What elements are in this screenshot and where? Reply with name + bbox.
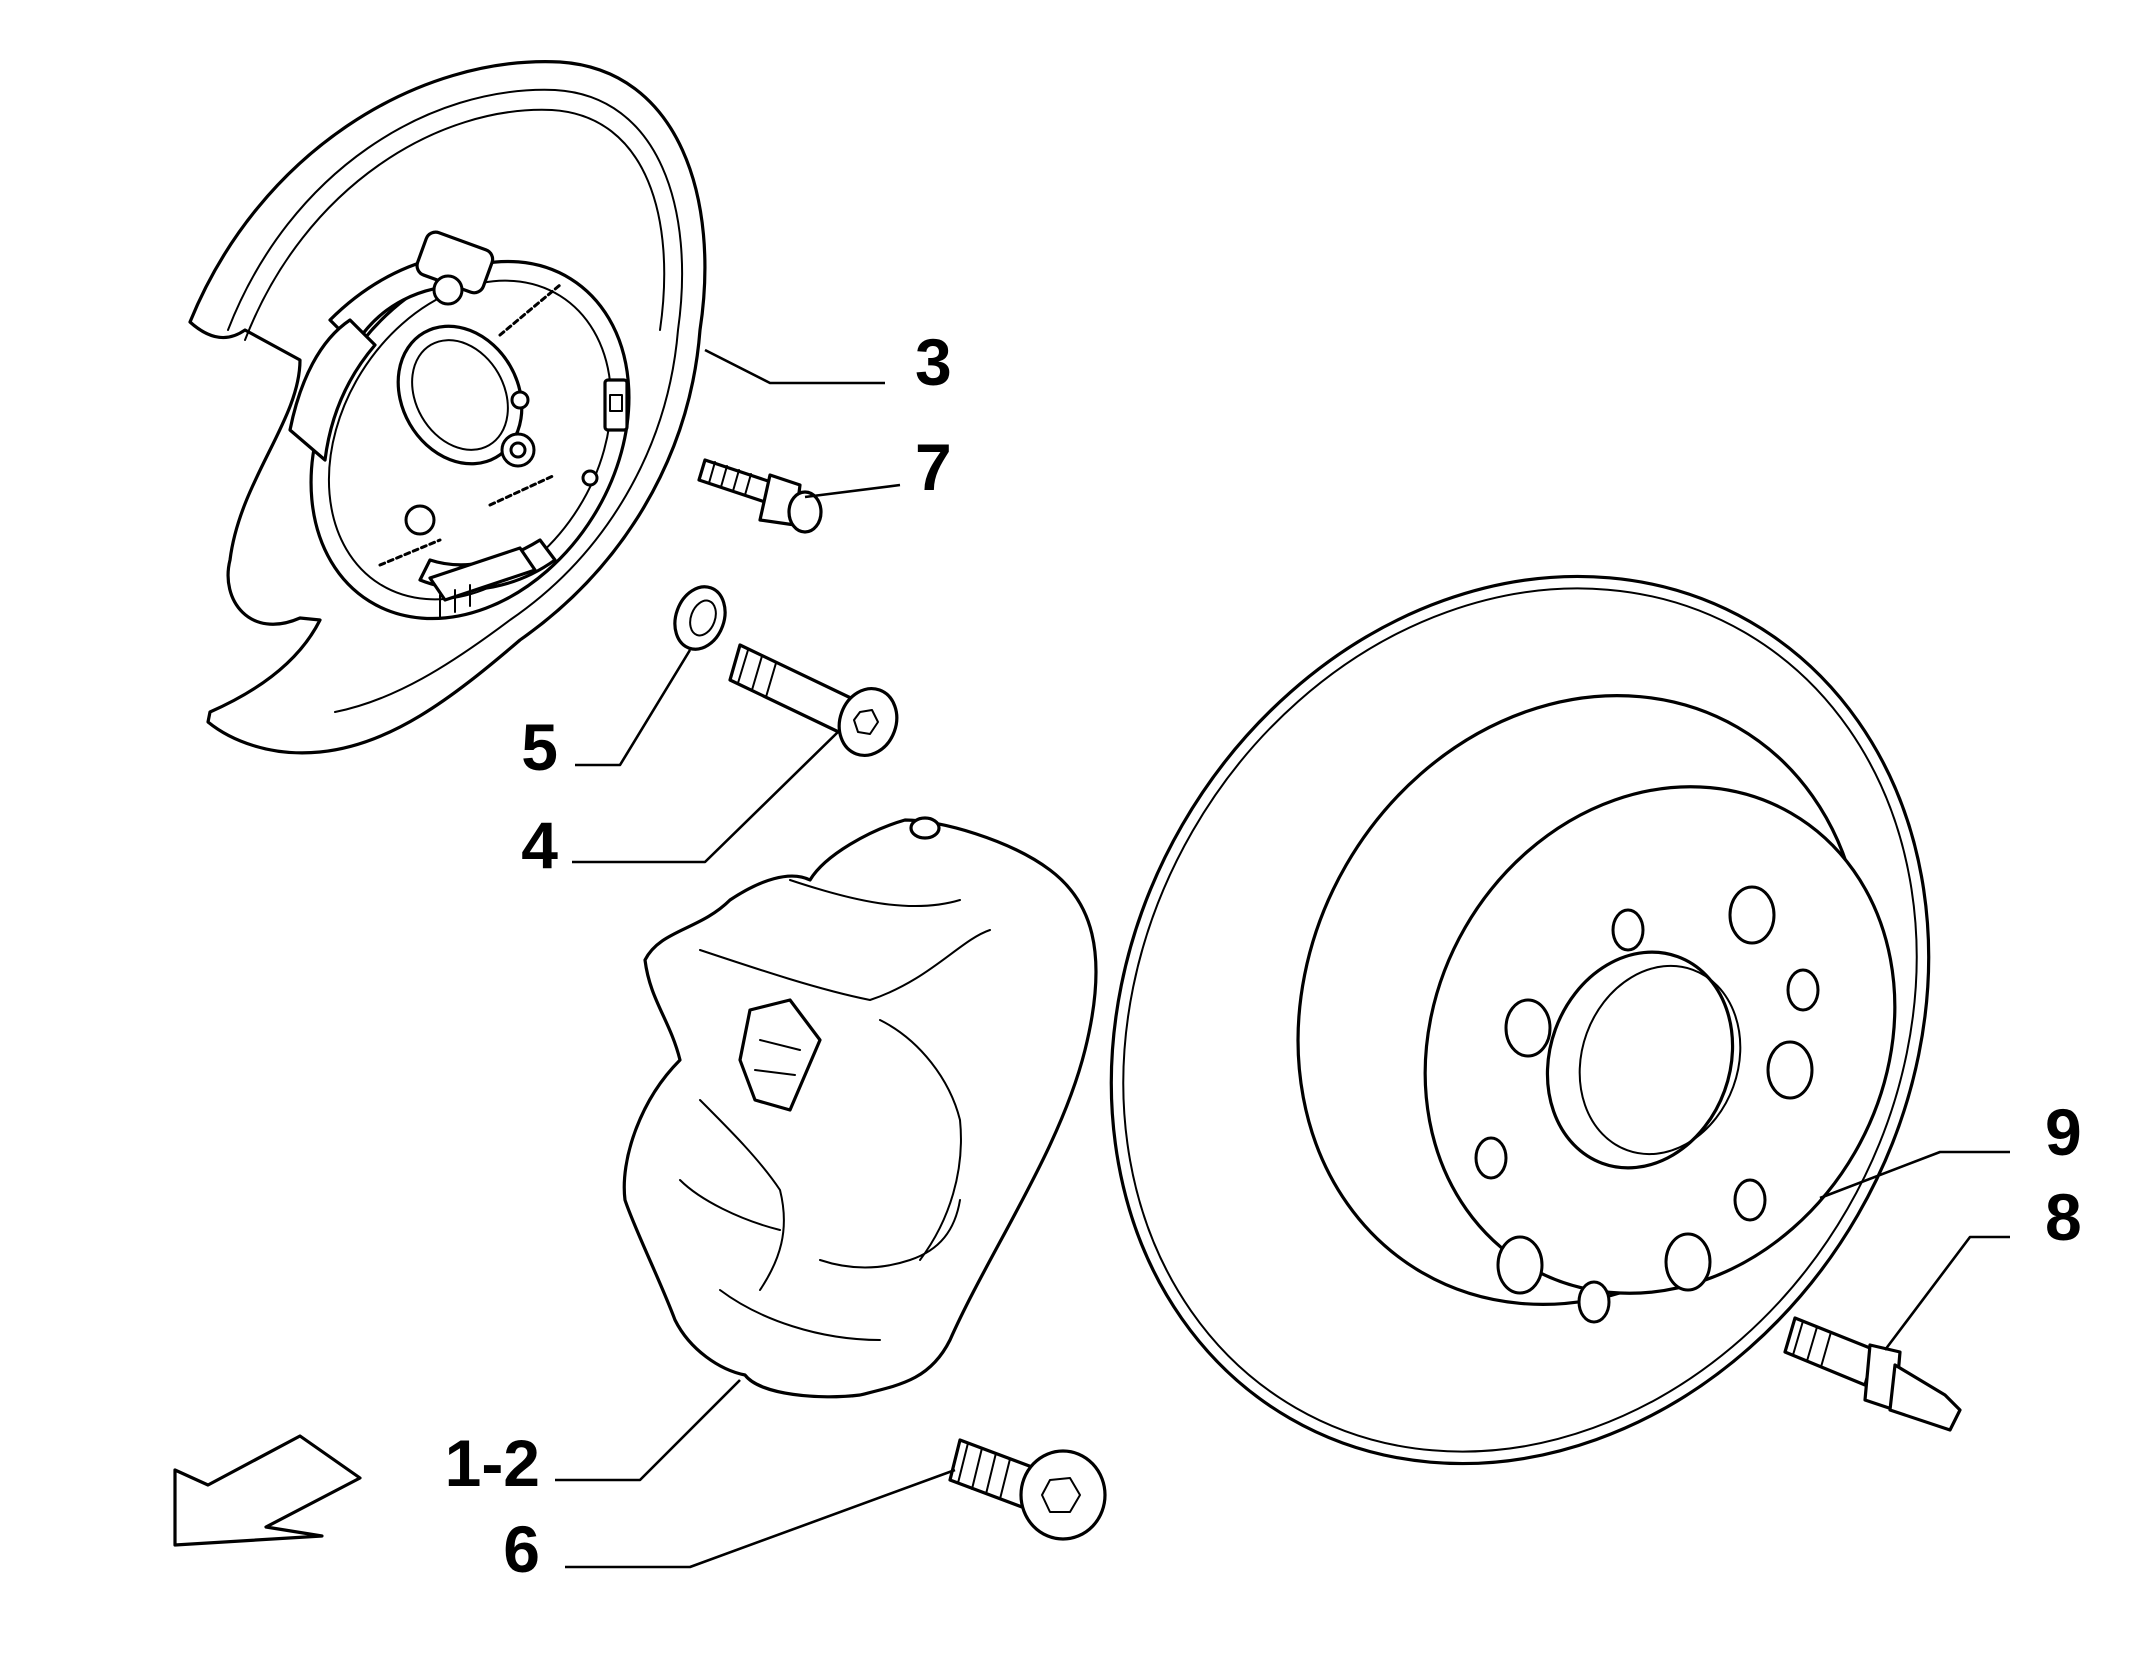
leader-lines [555,348,2010,1569]
label-5: 5 [521,710,558,784]
label-7: 7 [915,430,952,504]
label-1-2: 1-2 [445,1426,540,1500]
plate-bolt [697,458,823,534]
backing-plate-assembly [188,60,707,755]
label-8: 8 [2045,1180,2082,1254]
disc-screw [1783,1316,1962,1432]
label-6: 6 [503,1512,540,1586]
washer [673,585,727,651]
guide-bolt [728,643,899,757]
label-9: 9 [2045,1095,2082,1169]
label-4: 4 [521,808,558,882]
brake-disc [1109,574,1931,1466]
brake-caliper [622,816,1098,1399]
caliper-bolt [948,1438,1107,1541]
arrow-down-left-icon [173,1434,362,1547]
label-3: 3 [915,325,952,399]
callout-labels: 3 7 5 4 1-2 6 9 8 [445,325,2082,1586]
